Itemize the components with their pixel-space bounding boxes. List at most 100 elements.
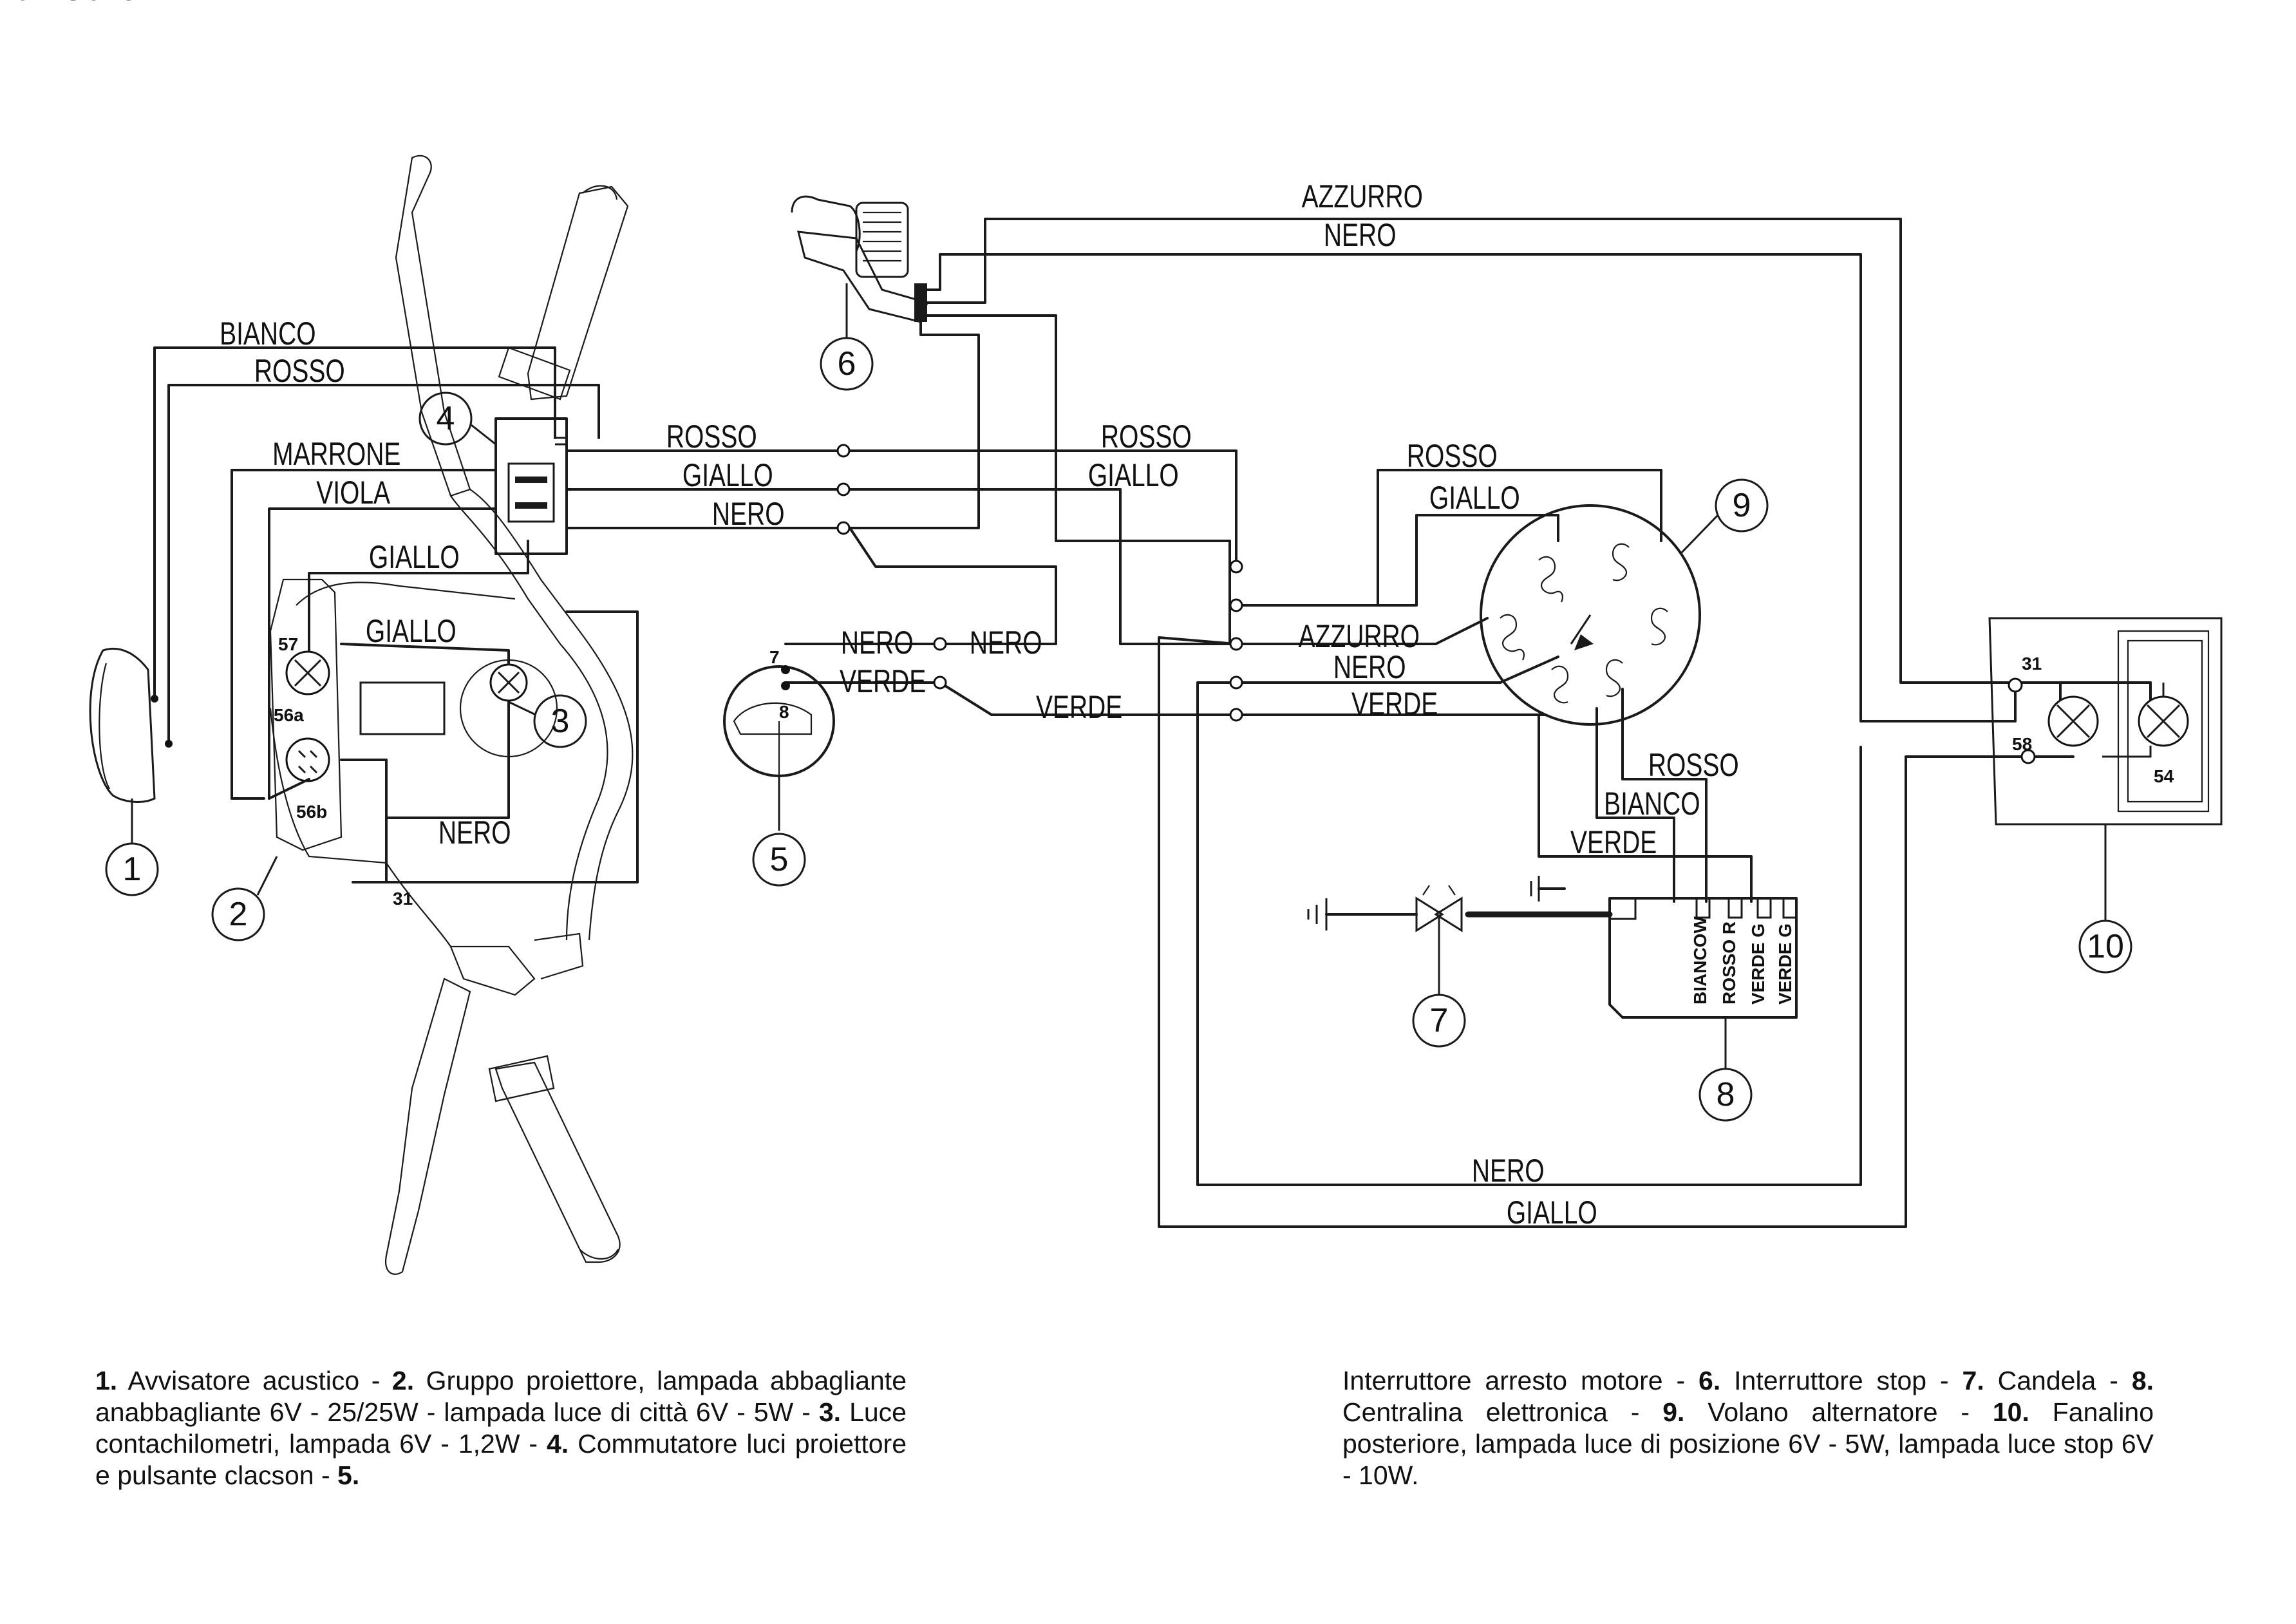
callout-5-label: 5 xyxy=(770,841,789,878)
callout-6-label: 6 xyxy=(838,345,856,382)
engine-kill-switch xyxy=(723,665,835,831)
wire-labels: BIANCO ROSSO MARRONE VIOLA GIALLO GIALLO… xyxy=(10,0,1739,1231)
legend-right: Interruttore arresto motore - 6. Interru… xyxy=(1342,1365,2154,1491)
legend-num-6: 6. xyxy=(1698,1366,1721,1395)
wire-label-nero-8: NERO xyxy=(1333,648,1406,685)
wire-label-azzurro-4: AZZURRO xyxy=(17,0,138,7)
wire-label-rosso-4: ROSSO xyxy=(1407,437,1498,474)
callout-3 xyxy=(533,694,587,748)
wire-label-nero-11: NERO xyxy=(1472,1152,1545,1189)
callout-4-label: 4 xyxy=(437,400,455,437)
legend-text-1: Avvisatore acustico - xyxy=(117,1366,392,1395)
electronic-ecu xyxy=(1608,897,1798,1019)
wire-label-giallo-4: GIALLO xyxy=(1088,457,1179,493)
legend-num-1: 1. xyxy=(95,1366,118,1395)
wire-label-bianco-2: BIANCO xyxy=(1604,785,1700,822)
wire-label-verde-2: VERDE xyxy=(1036,688,1122,725)
wire-label-nero-3: NERO xyxy=(10,0,83,7)
wire-label-rosso-3: ROSSO xyxy=(1101,418,1192,455)
wire-label-nero-10: NERO xyxy=(10,0,83,7)
wire-label-verde-3: VERDE xyxy=(1351,685,1438,722)
legend-text-6: Interruttore stop - xyxy=(1720,1366,1962,1395)
wire-label-nero-4: NERO xyxy=(712,495,785,532)
pin-31-tail: 31 xyxy=(2022,654,2042,674)
legend-text-8: Centralina elettronica - xyxy=(1342,1397,1663,1427)
pin-8: 8 xyxy=(779,702,789,722)
spark-plug-icon xyxy=(1307,876,1613,953)
legend-num-10: 10. xyxy=(1992,1397,2029,1427)
wire-label-nero-2: NERO xyxy=(10,0,83,7)
ecu-terminal-bianco: BIANCOW xyxy=(1690,916,1710,1005)
wire-label-azzurro-3: AZZURRO xyxy=(1299,618,1420,654)
legend-left: 1. Avvisatore acustico - 2. Gruppo proie… xyxy=(95,1365,907,1491)
pin-7: 7 xyxy=(769,647,780,667)
light-switch-unit xyxy=(494,417,568,555)
ecu-terminal-verde-2: VERDE G xyxy=(1775,923,1795,1005)
pin-58: 58 xyxy=(2012,734,2032,754)
legend-num-8: 8. xyxy=(2131,1366,2154,1395)
callout-2 xyxy=(211,887,265,941)
wire-label-viola: VIOLA xyxy=(316,474,390,511)
stop-switch-icon xyxy=(791,195,928,323)
wire-label-nero-1: NERO xyxy=(438,814,511,851)
pin-56b: 56b xyxy=(296,802,327,822)
callouts: 1 2 3 4 5 6 7 8 9 10 xyxy=(105,283,2132,1122)
wire-label-nero-6: NERO xyxy=(841,624,914,661)
wire-label-verde-1: VERDE xyxy=(840,663,926,699)
pin-31-head: 31 xyxy=(393,889,413,909)
callout-7-label: 7 xyxy=(1430,1002,1449,1039)
wire-label-azzurro-2: AZZURRO xyxy=(17,0,138,7)
legend-num-2: 2. xyxy=(391,1366,415,1395)
wires xyxy=(153,218,2152,1228)
legend-num-5: 5. xyxy=(337,1460,360,1490)
wire-label-rosso-2: ROSSO xyxy=(666,418,757,455)
wire-label-nero-9: NERO xyxy=(10,0,83,7)
pin-57: 57 xyxy=(278,634,298,654)
legend-text-3: Luce contachilometri, lampada 6V - 1,2W … xyxy=(95,1397,907,1459)
legend-num-9: 9. xyxy=(1662,1397,1685,1427)
callout-9 xyxy=(1715,478,1769,533)
pin-labels: 57 56a 56b 31 7 8 31 58 54 xyxy=(274,634,2174,909)
wire-label-giallo-5: GIALLO xyxy=(1429,479,1520,516)
wire-label-marrone: MARRONE xyxy=(272,435,400,472)
callout-5 xyxy=(752,833,806,887)
legend-num-7: 7. xyxy=(1962,1366,1984,1395)
wire-label-rosso-5: ROSSO xyxy=(1648,746,1739,783)
legend-text-7: Candela - xyxy=(1984,1366,2132,1395)
wire-label-giallo-1: GIALLO xyxy=(369,538,460,575)
wire-label-verde-4: VERDE xyxy=(1570,824,1657,860)
wire-label-giallo-6: GIALLO xyxy=(13,0,104,7)
ecu-terminal-rosso: ROSSO R xyxy=(1719,921,1739,1005)
callout-1 xyxy=(105,842,159,896)
wire-label-azzurro-1: AZZURRO xyxy=(1302,178,1423,214)
wire-label-giallo-2: GIALLO xyxy=(366,612,456,649)
wire-label-nero-5: NERO xyxy=(1324,216,1397,253)
legend-text-5b: Interruttore arresto motore - xyxy=(1342,1366,1699,1395)
callout-1-label: 1 xyxy=(123,851,142,888)
wire-label-rosso-1: ROSSO xyxy=(254,352,345,389)
ecu-terminal-verde-1: VERDE G xyxy=(1748,923,1768,1005)
legend-num-4: 4. xyxy=(546,1429,569,1459)
wire-label-giallo-3: GIALLO xyxy=(682,457,773,493)
horn-icon xyxy=(89,647,173,844)
callout-10-label: 10 xyxy=(2087,928,2124,965)
legend-text-2: Gruppo proiettore, lampada abbagliante a… xyxy=(95,1366,907,1427)
legend-text-4: Commutatore luci proiettore e pulsante c… xyxy=(95,1429,907,1490)
callout-9-label: 9 xyxy=(1733,487,1751,524)
wire-label-bianco-1: BIANCO xyxy=(220,315,315,352)
legend-text-10: Fanalino posteriore, lampada luce di pos… xyxy=(1342,1397,2154,1490)
lamp-headlight-icon xyxy=(285,737,330,782)
wire-label-giallo-7: GIALLO xyxy=(1507,1194,1597,1231)
callout-3-label: 3 xyxy=(551,703,570,740)
connectors xyxy=(836,444,1243,722)
callout-8-label: 8 xyxy=(1717,1076,1735,1113)
tail-light-unit xyxy=(1988,617,2223,826)
callout-2-label: 2 xyxy=(229,896,248,933)
legend-text-9: Volano alternatore - xyxy=(1684,1397,1993,1427)
pin-54: 54 xyxy=(2154,766,2174,786)
handlebar-outline xyxy=(269,155,634,1275)
flywheel-alternator xyxy=(1480,504,1701,726)
legend-num-3: 3. xyxy=(818,1397,842,1427)
pin-56a: 56a xyxy=(274,705,304,725)
